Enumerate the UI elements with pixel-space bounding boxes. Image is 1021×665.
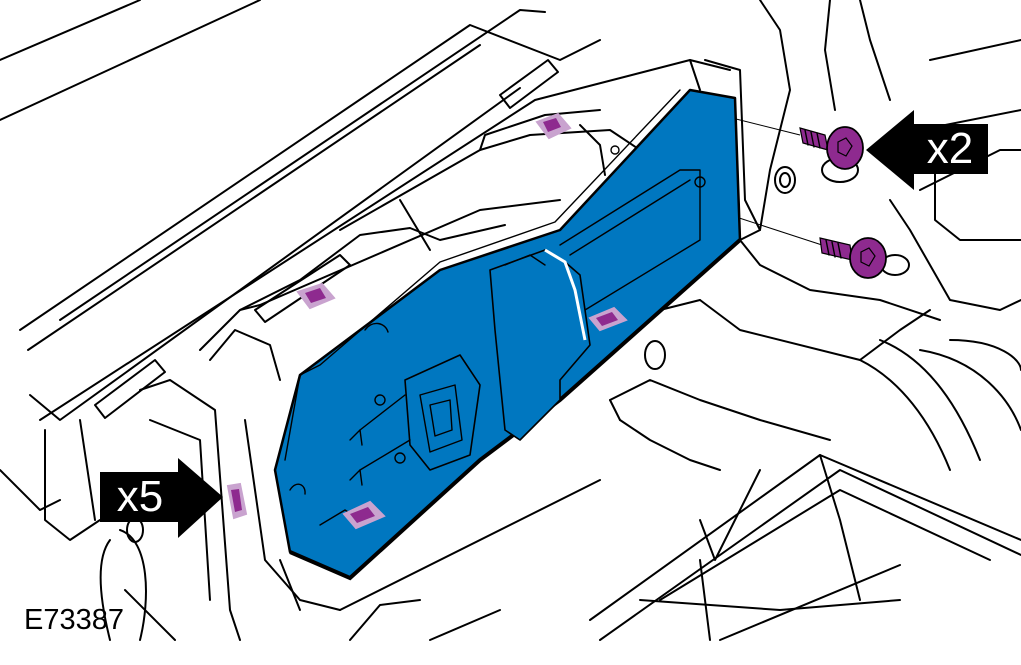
figure-code: E73387 xyxy=(24,604,124,636)
housing-structure xyxy=(0,0,1021,641)
retaining-clip-icon xyxy=(226,482,248,520)
retaining-clip-icon xyxy=(588,306,628,332)
retaining-clip-icon xyxy=(296,282,336,310)
arrow-left-icon xyxy=(866,110,914,190)
screw-quantity-callout: x2 xyxy=(912,124,988,174)
clip-quantity-callout: x5 xyxy=(100,472,180,522)
retaining-clips xyxy=(226,112,628,530)
retaining-clip-icon xyxy=(342,500,386,530)
arrow-right-icon xyxy=(178,458,223,538)
torx-screw-icon xyxy=(819,237,887,279)
retaining-clip-icon xyxy=(535,112,572,140)
torx-screw-icon xyxy=(799,126,864,170)
screws xyxy=(799,126,887,279)
control-module xyxy=(273,88,742,581)
